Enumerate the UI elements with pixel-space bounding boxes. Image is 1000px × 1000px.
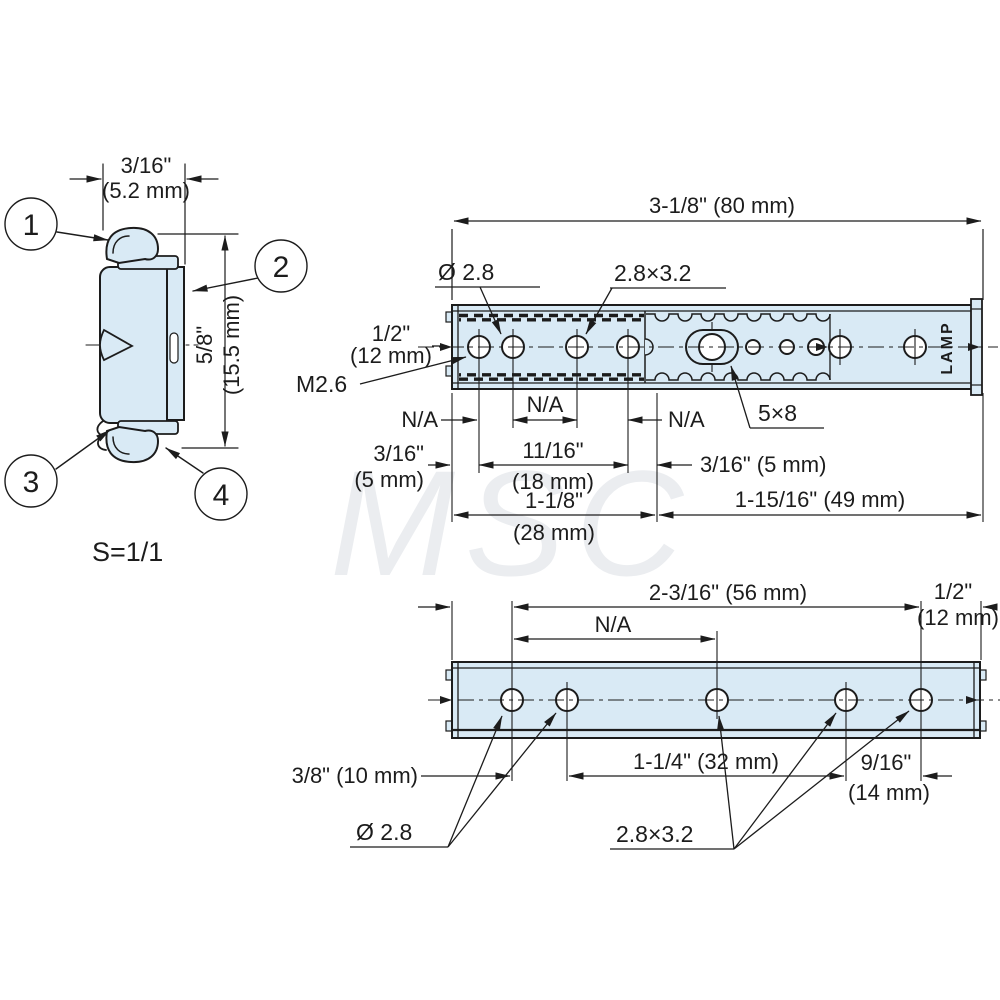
dim-left-small-mm: (5 mm) [354, 467, 424, 492]
callout-balloon-2 [254, 239, 308, 293]
label-bottom-hole-dia: Ø 2.8 [356, 819, 412, 845]
center-pointer [99, 328, 134, 362]
dim-section-width-mm: (5.2 mm) [102, 178, 190, 203]
bottom-rail-extension-lines [428, 601, 1000, 781]
callout-balloon-3 [4, 454, 58, 508]
callout-1: 1 [23, 209, 40, 242]
top-rail-leaders [359, 286, 824, 429]
bottom-rail-view: 2-3/16" (56 mm) 1/2" (12 mm) N/A 3/8" (1… [292, 579, 1000, 850]
dim-mid-mm: (18 mm) [512, 469, 594, 494]
ball-retainer-strip [459, 313, 644, 381]
dim-right-group: 1-15/16" (49 mm) [735, 487, 905, 512]
scallop-edge-top [646, 313, 831, 322]
slide-cross-section [96, 226, 185, 464]
dim-bottom-overall: 2-3/16" (56 mm) [649, 580, 807, 605]
callout-balloon-4 [194, 467, 248, 521]
brand-text: LAMP [939, 321, 956, 374]
dim-na-mid: N/A [527, 392, 564, 417]
label-center-slot: 5×8 [758, 400, 797, 426]
callout-4: 4 [213, 479, 230, 512]
dim-na-left: N/A [401, 407, 438, 432]
dim-overall-length: 3-1/8" (80 mm) [649, 193, 795, 218]
callout-3: 3 [23, 466, 40, 499]
bottom-hook [105, 425, 160, 464]
dim-pitch: 1-1/4" (32 mm) [633, 749, 779, 774]
dim-group-inch: 1-1/8" [525, 488, 583, 513]
top-rail-view: 3-1/8" (80 mm) [296, 193, 998, 545]
top-hook [105, 226, 160, 265]
dim-edge-offset: 3/8" (10 mm) [292, 763, 418, 788]
dim-na-right: N/A [668, 407, 705, 432]
bottom-rail-leaders [350, 710, 910, 850]
callout-balloon-1 [4, 197, 58, 251]
dim-end-pitch-mm: (14 mm) [848, 780, 930, 805]
label-end-offset-inch: 1/2" [372, 321, 410, 346]
label-end-offset-mm: (12 mm) [350, 343, 432, 368]
label-slot-size: 2.8×3.2 [614, 260, 691, 286]
dim-right-small: 3/16" (5 mm) [700, 452, 826, 477]
dim-bottom-end-mm: (12 mm) [917, 605, 999, 630]
dim-section-width-inch: 3/16" [121, 153, 172, 178]
scale-label: S=1/1 [92, 537, 163, 567]
section-view: 3/16" (5.2 mm) 5/8" (15.5 mm) [4, 153, 308, 567]
dim-left-small-inch: 3/16" [373, 441, 424, 466]
dim-section-height-mm: (15.5 mm) [219, 295, 244, 395]
label-thread: M2.6 [296, 371, 347, 397]
dim-bottom-end-inch: 1/2" [934, 579, 972, 604]
dim-mid-inch: 11/16" [522, 438, 583, 463]
top-rail-extension-lines [418, 329, 998, 522]
callout-2: 2 [273, 251, 290, 284]
dim-bottom-na: N/A [595, 612, 632, 637]
label-hole-dia: Ø 2.8 [438, 259, 494, 285]
label-bottom-slot: 2.8×3.2 [616, 821, 693, 847]
dim-group-mm: (28 mm) [513, 520, 595, 545]
dim-end-pitch-inch: 9/16" [861, 750, 912, 775]
